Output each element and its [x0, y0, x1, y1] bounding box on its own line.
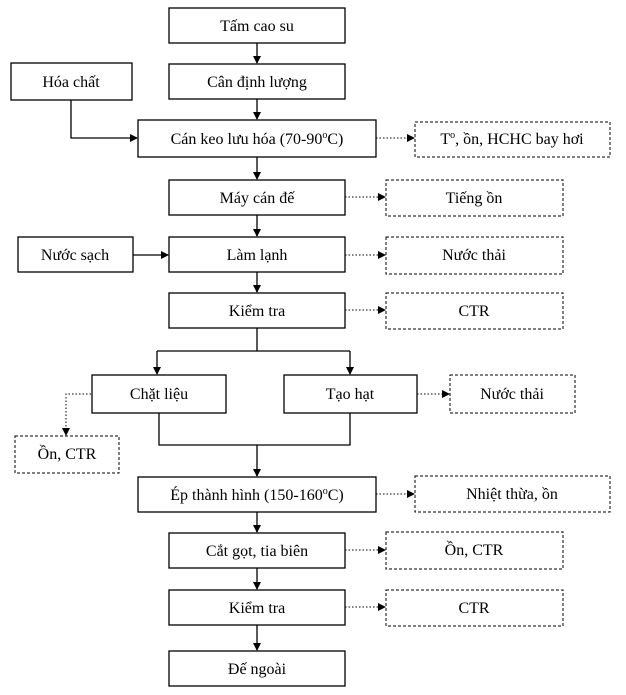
box-kiem-tra-2: Kiểm tra [168, 589, 346, 626]
box-kiem-tra-1: Kiểm tra [168, 292, 346, 329]
box-can-keo-luu-hoa: Cán keo lưu hóa (70-90oC) [137, 119, 377, 158]
arrow-out-on-ctr [62, 393, 91, 436]
label-out-on-ctr: Ồn, CTR [38, 444, 97, 463]
label-out-ctr-2: CTR [458, 600, 489, 617]
box-out-tieng-on: Tiếng ồn [385, 179, 564, 217]
label-de-ngoai: Đế ngoài [228, 661, 287, 678]
merge-connector [158, 413, 351, 446]
label-chat-lieu: Chặt liệu [130, 386, 188, 403]
box-out-nuoc-thai-2: Nước thải [449, 374, 576, 414]
split-connector [157, 328, 350, 352]
label-out-on-ctr-2: Ồn, CTR [445, 540, 504, 559]
label-out-nuoc-thai-1: Nước thải [442, 247, 506, 264]
label-lam-lanh: Làm lạnh [227, 247, 288, 264]
arrow-hoa-chat [70, 100, 138, 142]
box-hoa-chat: Hóa chất [10, 62, 133, 101]
label-out-nuoc-thai-2: Nước thải [480, 386, 544, 403]
box-out-nuoc-thai-1: Nước thải [385, 236, 564, 275]
box-may-can-de: Máy cán đế [168, 179, 346, 216]
box-nuoc-sach: Nước sạch [17, 236, 134, 273]
label-can-keo-luu-hoa: Cán keo lưu hóa (70-90oC) [171, 130, 344, 148]
label-out-tieng-on: Tiếng ồn [446, 190, 503, 207]
label-ep-thanh-hinh: Ép thành hình (150-160oC) [170, 485, 343, 504]
label-out-nhiet-thua-on: Nhiệt thừa, ồn [466, 486, 558, 503]
box-cat-got: Cắt gọt, tia biên [168, 532, 346, 569]
label-hoa-chat: Hóa chất [42, 74, 100, 91]
box-tao-hat: Tạo hạt [283, 374, 418, 414]
label-can-dinh-luong: Cân định lượng [207, 74, 307, 91]
box-out-nhiet-thua-on: Nhiệt thừa, ồn [414, 475, 611, 513]
label-may-can-de: Máy cán đế [220, 190, 296, 207]
label-kiem-tra-2: Kiểm tra [229, 600, 285, 617]
label-tam-cao-su: Tấm cao su [220, 18, 294, 35]
box-chat-lieu: Chặt liệu [91, 374, 227, 414]
label-out-ctr-1: CTR [458, 303, 489, 320]
box-out-ctr-1: CTR [385, 292, 564, 330]
box-de-ngoai: Đế ngoài [168, 650, 346, 687]
label-nuoc-sach: Nước sạch [41, 247, 109, 264]
box-ep-thanh-hinh: Ép thành hình (150-160oC) [137, 476, 377, 513]
box-out-on-ctr-2: Ồn, CTR [385, 531, 564, 570]
box-out-heat-voc: To, ồn, HCHC bay hơi [414, 121, 611, 158]
box-tam-cao-su: Tấm cao su [168, 7, 346, 44]
box-lam-lanh: Làm lạnh [168, 236, 346, 273]
box-can-dinh-luong: Cân định lượng [168, 63, 346, 100]
label-cat-got: Cắt gọt, tia biên [206, 543, 308, 560]
box-out-on-ctr: Ồn, CTR [14, 435, 120, 474]
label-tao-hat: Tạo hạt [326, 386, 375, 403]
label-kiem-tra-1: Kiểm tra [229, 303, 285, 320]
label-out-heat-voc: To, ồn, HCHC bay hơi [440, 130, 584, 148]
box-out-ctr-2: CTR [385, 589, 564, 627]
